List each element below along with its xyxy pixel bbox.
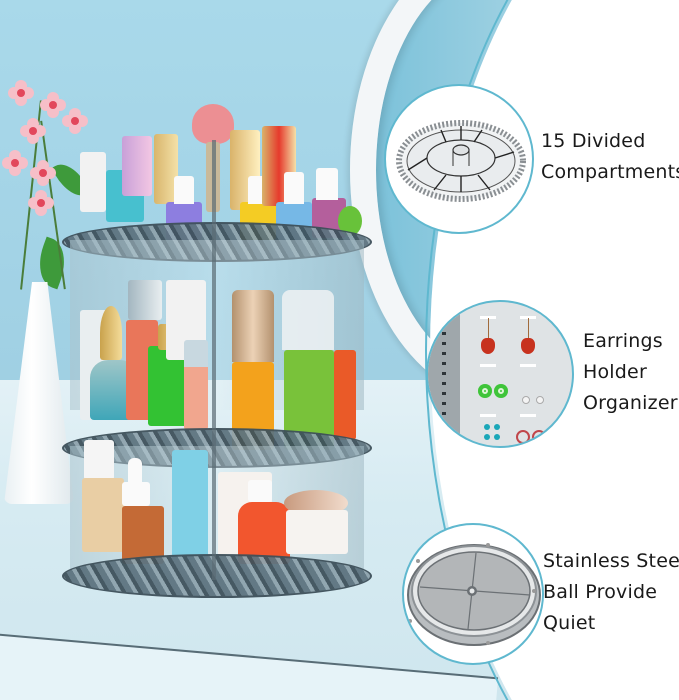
nail-polish-cap xyxy=(284,172,304,204)
bottle-cap-white xyxy=(248,480,272,502)
earring-peg xyxy=(520,414,536,417)
feature-label-bearing: Stainless Steel Ball Provide Quiet xyxy=(543,546,679,639)
cherry-blossom-icon xyxy=(28,190,54,216)
pegboard-holes xyxy=(442,302,446,446)
feature-text-line: Ball Provide xyxy=(543,581,658,603)
perfume-cap-gold xyxy=(100,306,122,360)
cosmetic-tube-blue xyxy=(172,450,208,560)
dropper-cap xyxy=(128,458,142,482)
foundation-cap xyxy=(84,440,114,480)
organizer-center-post xyxy=(212,140,216,580)
serum-bottle-peach xyxy=(184,340,208,430)
red-earring-icon xyxy=(481,338,495,354)
teal-bead-earring-icon xyxy=(494,434,500,440)
feature-text-line: Compartments xyxy=(541,161,679,183)
cherry-blossom-icon xyxy=(62,108,88,134)
feature-text-line: 15 Divided xyxy=(541,130,646,152)
dropper-collar xyxy=(122,482,150,506)
green-flower-earring-icon xyxy=(494,384,508,398)
red-earring-icon xyxy=(521,338,535,354)
green-flower-earring-icon xyxy=(478,384,492,398)
teal-bead-earring-icon xyxy=(484,434,490,440)
feature-panel-border xyxy=(425,0,679,700)
cherry-blossom-icon xyxy=(40,92,66,118)
earring-peg xyxy=(480,316,496,319)
serum-cap-rose-gold xyxy=(232,290,274,362)
cherry-blossom-icon xyxy=(20,118,46,144)
organizer-tier-base-rim xyxy=(62,554,372,598)
makeup-brush xyxy=(192,104,234,144)
nail-polish-cap xyxy=(316,168,338,200)
cherry-blossom-icon xyxy=(8,80,34,106)
cherry-blossom-icon xyxy=(30,160,56,186)
cosmetic-jar-lid xyxy=(128,280,162,320)
divided-tray-icon xyxy=(396,120,526,202)
feature-text-line: Quiet xyxy=(543,612,596,634)
earring-peg xyxy=(520,316,536,319)
feature-label-earrings: Earrings Holder Organizer xyxy=(583,326,678,419)
pearl-earring-icon xyxy=(522,396,530,404)
pearl-earring-icon xyxy=(536,396,544,404)
nail-polish-bottle xyxy=(80,152,106,212)
feature-text-line: Stainless Steel xyxy=(543,550,679,572)
callout-compartments xyxy=(384,84,534,234)
feature-label-compartments: 15 Divided Compartments xyxy=(541,126,679,188)
nail-polish-cap xyxy=(174,176,194,204)
rotating-cosmetic-organizer xyxy=(62,104,372,610)
earring-peg xyxy=(480,414,496,417)
hoop-earring-icon xyxy=(532,430,546,444)
teal-bead-earring-icon xyxy=(484,424,490,430)
feature-text-line: Earrings xyxy=(583,330,663,352)
callout-bearing xyxy=(402,523,544,665)
serum-dropper-bottle xyxy=(122,506,164,564)
feature-text-line: Holder xyxy=(583,361,647,383)
foundation-bottle xyxy=(82,478,124,552)
steel-ball-bearing-icon xyxy=(407,543,541,646)
callout-earrings xyxy=(426,300,574,448)
earring-peg xyxy=(520,364,536,367)
feature-text-line: Organizer xyxy=(583,392,678,414)
earring-hook xyxy=(488,318,489,340)
lip-gloss xyxy=(122,136,152,196)
cream-jar xyxy=(286,510,348,554)
cherry-blossom-icon xyxy=(2,150,28,176)
earring-peg xyxy=(480,364,496,367)
earring-hook xyxy=(528,318,529,340)
pump-bottle-cap xyxy=(282,290,334,350)
teal-bead-earring-icon xyxy=(494,424,500,430)
hoop-earring-icon xyxy=(516,430,530,444)
cosmetic-bottle-orange xyxy=(334,350,356,440)
